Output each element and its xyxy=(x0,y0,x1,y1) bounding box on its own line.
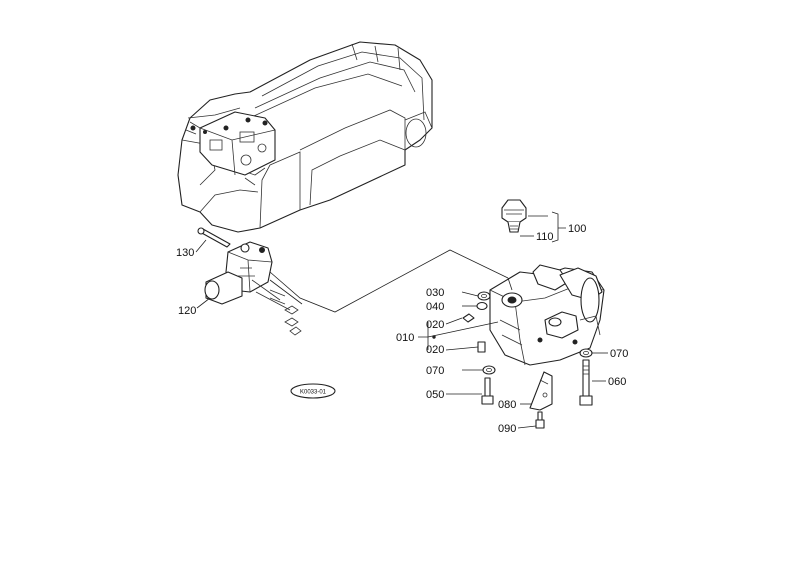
housing-control-block xyxy=(185,111,276,176)
label-130: 130 xyxy=(176,247,194,259)
pipe-routing-line xyxy=(269,249,509,313)
label-070-right: 070 xyxy=(610,348,628,360)
label-080: 080 xyxy=(498,399,516,411)
label-100: 100 xyxy=(568,223,586,235)
part-labels: 130 120 100 110 030 040 020 010 020 070 … xyxy=(176,223,628,435)
label-010: 010 xyxy=(396,332,414,344)
washer-070-right xyxy=(579,348,593,358)
label-020-upper: 020 xyxy=(426,319,444,331)
bracket-080 xyxy=(529,371,553,411)
engine-housing-outline xyxy=(177,41,433,233)
label-030: 030 xyxy=(426,287,444,299)
bolt-050 xyxy=(481,377,494,405)
valve-assembly-120 xyxy=(204,241,291,311)
drawing-code-text: K0033-01 xyxy=(300,390,327,396)
washer-040 xyxy=(476,301,488,311)
plug-020-lower xyxy=(477,341,486,353)
drawing-code-tag: K0033-01 xyxy=(290,383,336,399)
bolt-130 xyxy=(197,227,231,248)
label-110: 110 xyxy=(536,231,554,243)
washer-070-left xyxy=(482,365,496,375)
plug-020-upper xyxy=(462,313,475,323)
label-060: 060 xyxy=(608,376,626,388)
label-120: 120 xyxy=(178,305,196,317)
washer-030 xyxy=(477,291,491,301)
main-valve-body-010 xyxy=(489,264,605,366)
label-070-left: 070 xyxy=(426,365,444,377)
label-020-lower: 020 xyxy=(426,344,444,356)
label-090: 090 xyxy=(498,423,516,435)
pressure-switch-100 xyxy=(501,199,527,233)
valve-fittings xyxy=(284,305,302,336)
label-050: 050 xyxy=(426,389,444,401)
screw-090 xyxy=(535,411,545,429)
bolt-060 xyxy=(579,359,593,406)
leader-lines xyxy=(195,211,608,429)
label-040: 040 xyxy=(426,301,444,313)
